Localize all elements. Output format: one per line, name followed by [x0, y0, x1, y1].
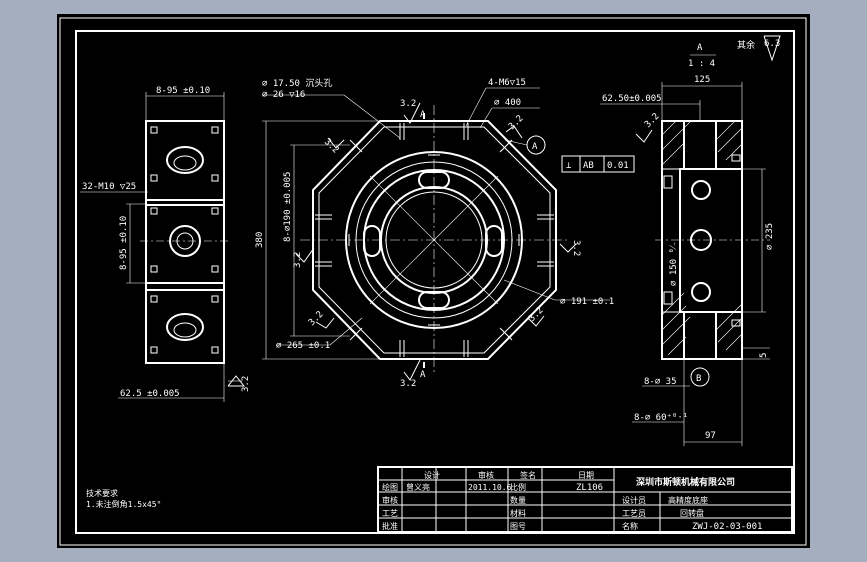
view-scale: 1 : 4 [688, 59, 715, 69]
dim-mid-cb1: ⌀ 17.50 沉头孔 [262, 78, 332, 89]
rough-mid-bot: 3.2 [400, 379, 416, 389]
dim-mid-d265: ⌀ 265 ±0.1 [276, 341, 330, 351]
right-section-view [600, 35, 781, 446]
dim-mid-vert: 8-⌀190 ±0.005 [283, 172, 293, 242]
tb-cell-check: 审核 [478, 470, 494, 480]
dim-right-d235: ⌀ 235 [765, 223, 775, 250]
tb-cell-date: 日期 [578, 471, 594, 480]
rough-mid-l: 3.2 [293, 252, 303, 268]
dim-left-rough: 3.2 [241, 376, 251, 392]
section-marker-top: A [420, 110, 426, 120]
dim-mid-d191: ⌀ 191 ±0.1 [560, 297, 614, 307]
tb-cell-dept: 设计员 [622, 495, 646, 505]
tb-cell-design: 设计 [424, 470, 440, 480]
tb-cell-name: 名称 [622, 521, 638, 531]
middle-view [262, 87, 610, 381]
title-block [377, 466, 793, 533]
balloon-a: A [532, 142, 538, 152]
rough-mid-tl: 3.2 [322, 137, 341, 156]
left-view [80, 92, 246, 402]
dim-mid-holes: 4-M6▽15 [488, 78, 526, 88]
notes-title: 技术要求 [86, 488, 118, 498]
dim-right-125: 125 [694, 75, 710, 85]
rough-mid-top: 3.2 [400, 99, 416, 109]
view-label: A [697, 43, 703, 53]
tb-drawing-no: ZWJ-02-03-001 [692, 522, 762, 532]
tb-row-4: 批准 [382, 521, 398, 531]
tb-cell-scale: 比例 [510, 482, 526, 492]
tb-material: ZL106 [576, 483, 603, 493]
tb-designer: 曾义亮 [406, 482, 430, 492]
dim-left-bottom: 62.5 ±0.005 [120, 389, 180, 399]
tolerance-datum: AB [583, 161, 594, 171]
dim-right-97: 97 [705, 431, 716, 441]
corner-roughness: 6.3 [764, 39, 780, 49]
tb-cell-mat: 材料 [510, 508, 526, 518]
tb-cell-no: 图号 [510, 522, 526, 531]
tolerance-symbol: ⊥ [566, 161, 572, 171]
tb-cell-sign: 签名 [520, 470, 536, 480]
tb-cell-qty: 数量 [510, 495, 526, 505]
dim-mid-d400: ⌀ 400 [494, 98, 521, 108]
other-surfaces-label: 其余 [737, 39, 755, 51]
dim-right-835: 8-⌀ 35 [644, 377, 677, 387]
tb-date: 2011.10.6 [468, 483, 512, 492]
dim-right-6250: 62.50±0.005 [602, 94, 662, 104]
dim-left-vert: 8-95 ±0.10 [119, 216, 129, 270]
tb-row-3: 工艺 [382, 509, 398, 518]
tolerance-frame [561, 155, 635, 173]
section-marker-bottom: A [420, 370, 426, 380]
tb-row-1: 绘图 [382, 482, 398, 492]
dim-mid-380: 380 [255, 232, 265, 248]
rough-mid-r: 3.2 [571, 240, 581, 256]
dim-right-860: 8-⌀ 60⁺⁰·¹ [634, 413, 688, 423]
tolerance-value: 0.01 [607, 161, 629, 171]
dim-mid-cb2: ⌀ 26 ▽16 [262, 90, 305, 100]
dim-left-side-note: 32-M10 ▽25 [82, 182, 136, 192]
drawing-sheet [57, 14, 810, 548]
rough-mid-bl: 3.2 [307, 310, 326, 329]
dim-left-top: 8-95 ±0.10 [156, 86, 210, 96]
rough-right: 3.2 [643, 112, 662, 131]
tb-company: 深圳市斯顿机械有限公司 [636, 476, 735, 488]
balloon-b: B [696, 374, 701, 384]
outer-border [59, 17, 807, 546]
notes-line1: 1.未注倒角1.5x45° [86, 499, 161, 509]
tb-cell-std: 工艺员 [622, 509, 646, 518]
tb-part-sub: 回转盘 [680, 508, 704, 518]
dim-right-5: 5 [759, 353, 769, 358]
rough-mid-br: 3.2 [527, 306, 546, 325]
tb-row-2: 审核 [382, 495, 398, 505]
dim-right-d150: ⌀ 150 ⁰⁄₋ [669, 241, 679, 286]
tb-part-name: 高精度底座 [668, 495, 708, 505]
